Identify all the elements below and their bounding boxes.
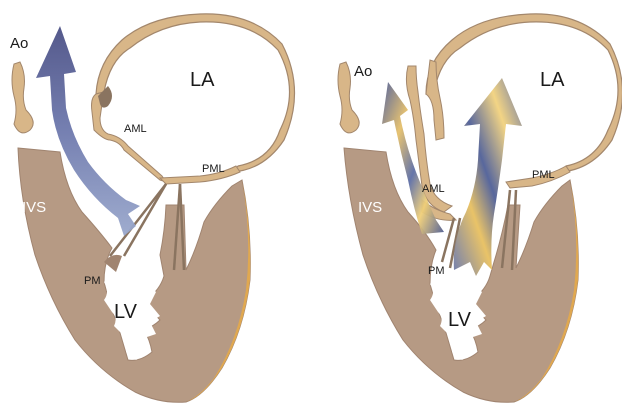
label-ivs: IVS (358, 199, 382, 216)
label-ao: Ao (354, 63, 372, 80)
panel-right: Ao LA AML PML IVS PM LV (338, 14, 622, 402)
label-la: LA (540, 69, 565, 91)
atrium-wall (426, 14, 622, 172)
pml-leaflet (160, 166, 240, 184)
label-aml: AML (422, 183, 445, 195)
label-lv: LV (114, 301, 138, 323)
label-ivs: IVS (22, 199, 46, 216)
aortic-cusp-left (12, 62, 33, 133)
aortic-leaflet-center (426, 60, 444, 140)
label-la: LA (190, 69, 215, 91)
label-pml: PML (202, 163, 225, 175)
label-pm: PM (84, 275, 101, 287)
label-pml: PML (532, 169, 555, 181)
label-aml: AML (124, 123, 147, 135)
label-ao: Ao (10, 35, 28, 52)
panel-left: Ao LA AML PML IVS PM LV (10, 14, 295, 402)
label-lv: LV (448, 309, 472, 331)
label-pm: PM (428, 265, 445, 277)
